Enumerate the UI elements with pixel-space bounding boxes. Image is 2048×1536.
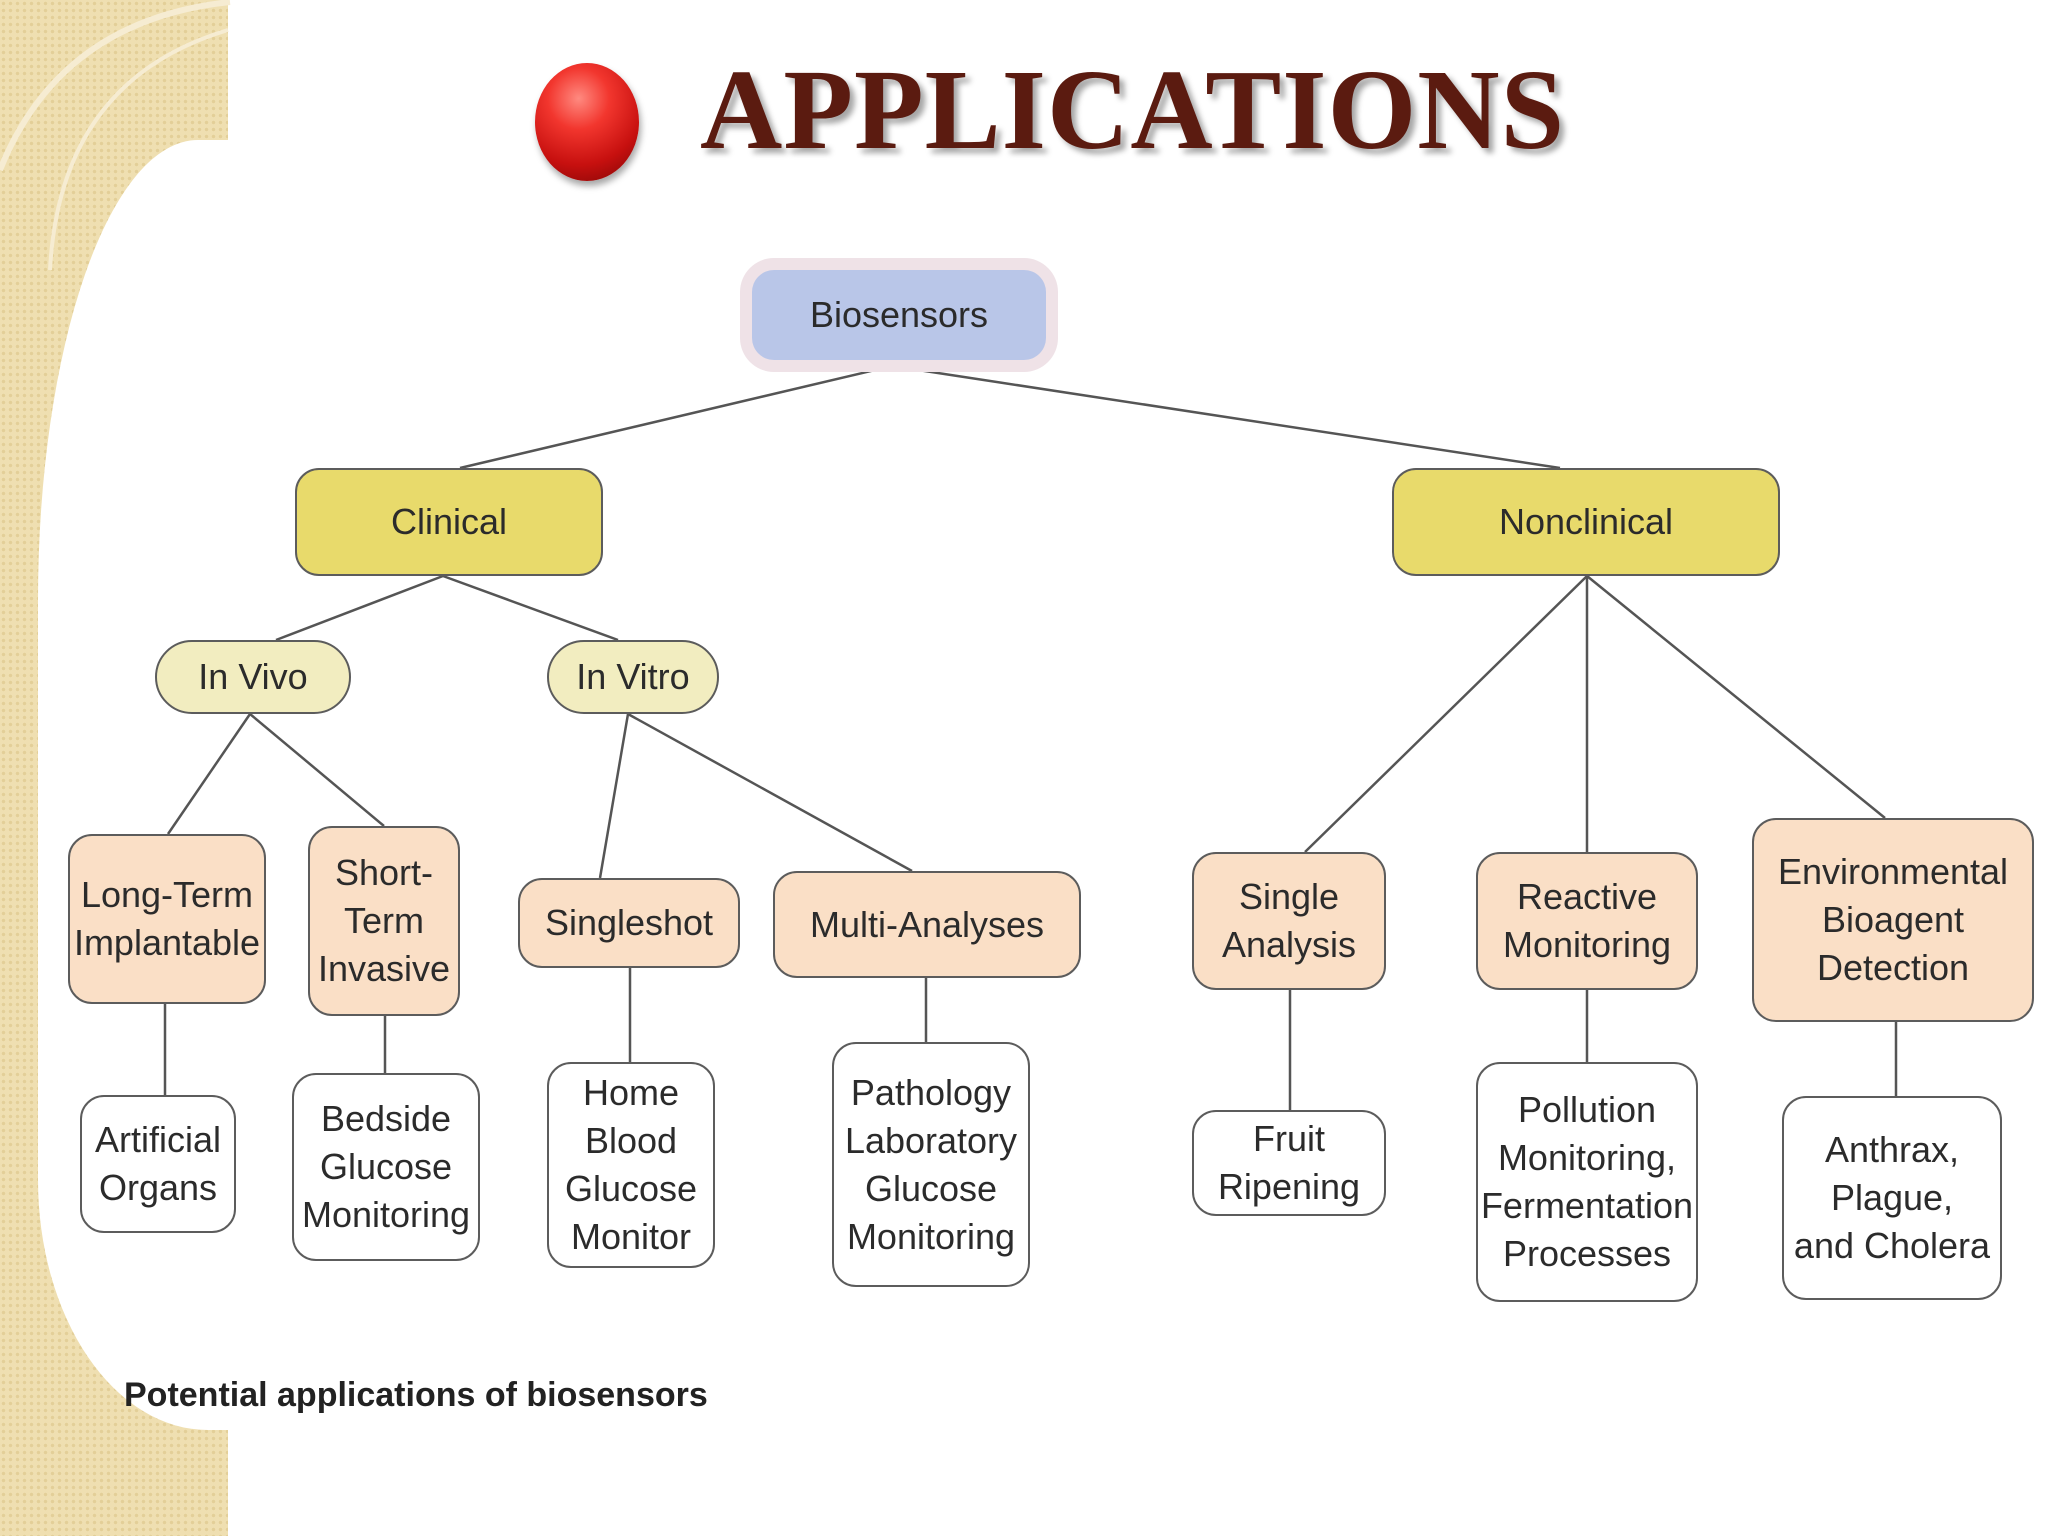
node-singleshot: Singleshot — [518, 878, 740, 968]
node-anthrax-plague-cholera: Anthrax, Plague, and Cholera — [1782, 1096, 2002, 1300]
node-fruit-ripening: Fruit Ripening — [1192, 1110, 1386, 1216]
node-nonclinical: Nonclinical — [1392, 468, 1780, 576]
figure-caption: Potential applications of biosensors — [124, 1376, 708, 1414]
node-pathology-laboratory-glucose-monitoring: Pathology Laboratory Glucose Monitoring — [832, 1042, 1030, 1287]
edge-nonclinical-single — [1304, 575, 1588, 853]
edge-invitro-singleshot — [598, 713, 630, 879]
node-home-blood-glucose-monitor: Home Blood Glucose Monitor — [547, 1062, 715, 1268]
node-single-analysis: Single Analysis — [1192, 852, 1386, 990]
node-environmental-bioagent-detection: Environmental Bioagent Detection — [1752, 818, 2034, 1022]
node-biosensors: Biosensors — [752, 270, 1046, 360]
node-in-vitro: In Vitro — [547, 640, 719, 714]
edge-root-clinical — [459, 364, 893, 470]
node-in-vivo: In Vivo — [155, 640, 351, 714]
edge-invivo-shortterm — [249, 713, 385, 827]
node-multi-analyses: Multi-Analyses — [773, 871, 1081, 978]
edge-invitro-multi — [627, 712, 913, 873]
node-pollution-fermentation: Pollution Monitoring, Fermentation Proce… — [1476, 1062, 1698, 1302]
node-artificial-organs: Artificial Organs — [80, 1095, 236, 1233]
node-bedside-glucose-monitoring: Bedside Glucose Monitoring — [292, 1073, 480, 1261]
edge-invivo-longterm — [166, 713, 252, 835]
edge-clinical-invitro — [442, 574, 619, 642]
edge-root-nonclinical — [891, 364, 1561, 470]
slide-title: APPLICATIONS — [700, 46, 1565, 173]
node-clinical: Clinical — [295, 468, 603, 576]
red-bullet-icon — [535, 63, 639, 181]
node-long-term-implantable: Long-Term Implantable — [68, 834, 266, 1004]
edge-clinical-invivo — [275, 574, 444, 642]
node-reactive-monitoring: Reactive Monitoring — [1476, 852, 1698, 990]
edge-nonclinical-environmental — [1586, 575, 1886, 819]
node-short-term-invasive: Short- Term Invasive — [308, 826, 460, 1016]
corner-arc-decoration — [0, 0, 231, 271]
